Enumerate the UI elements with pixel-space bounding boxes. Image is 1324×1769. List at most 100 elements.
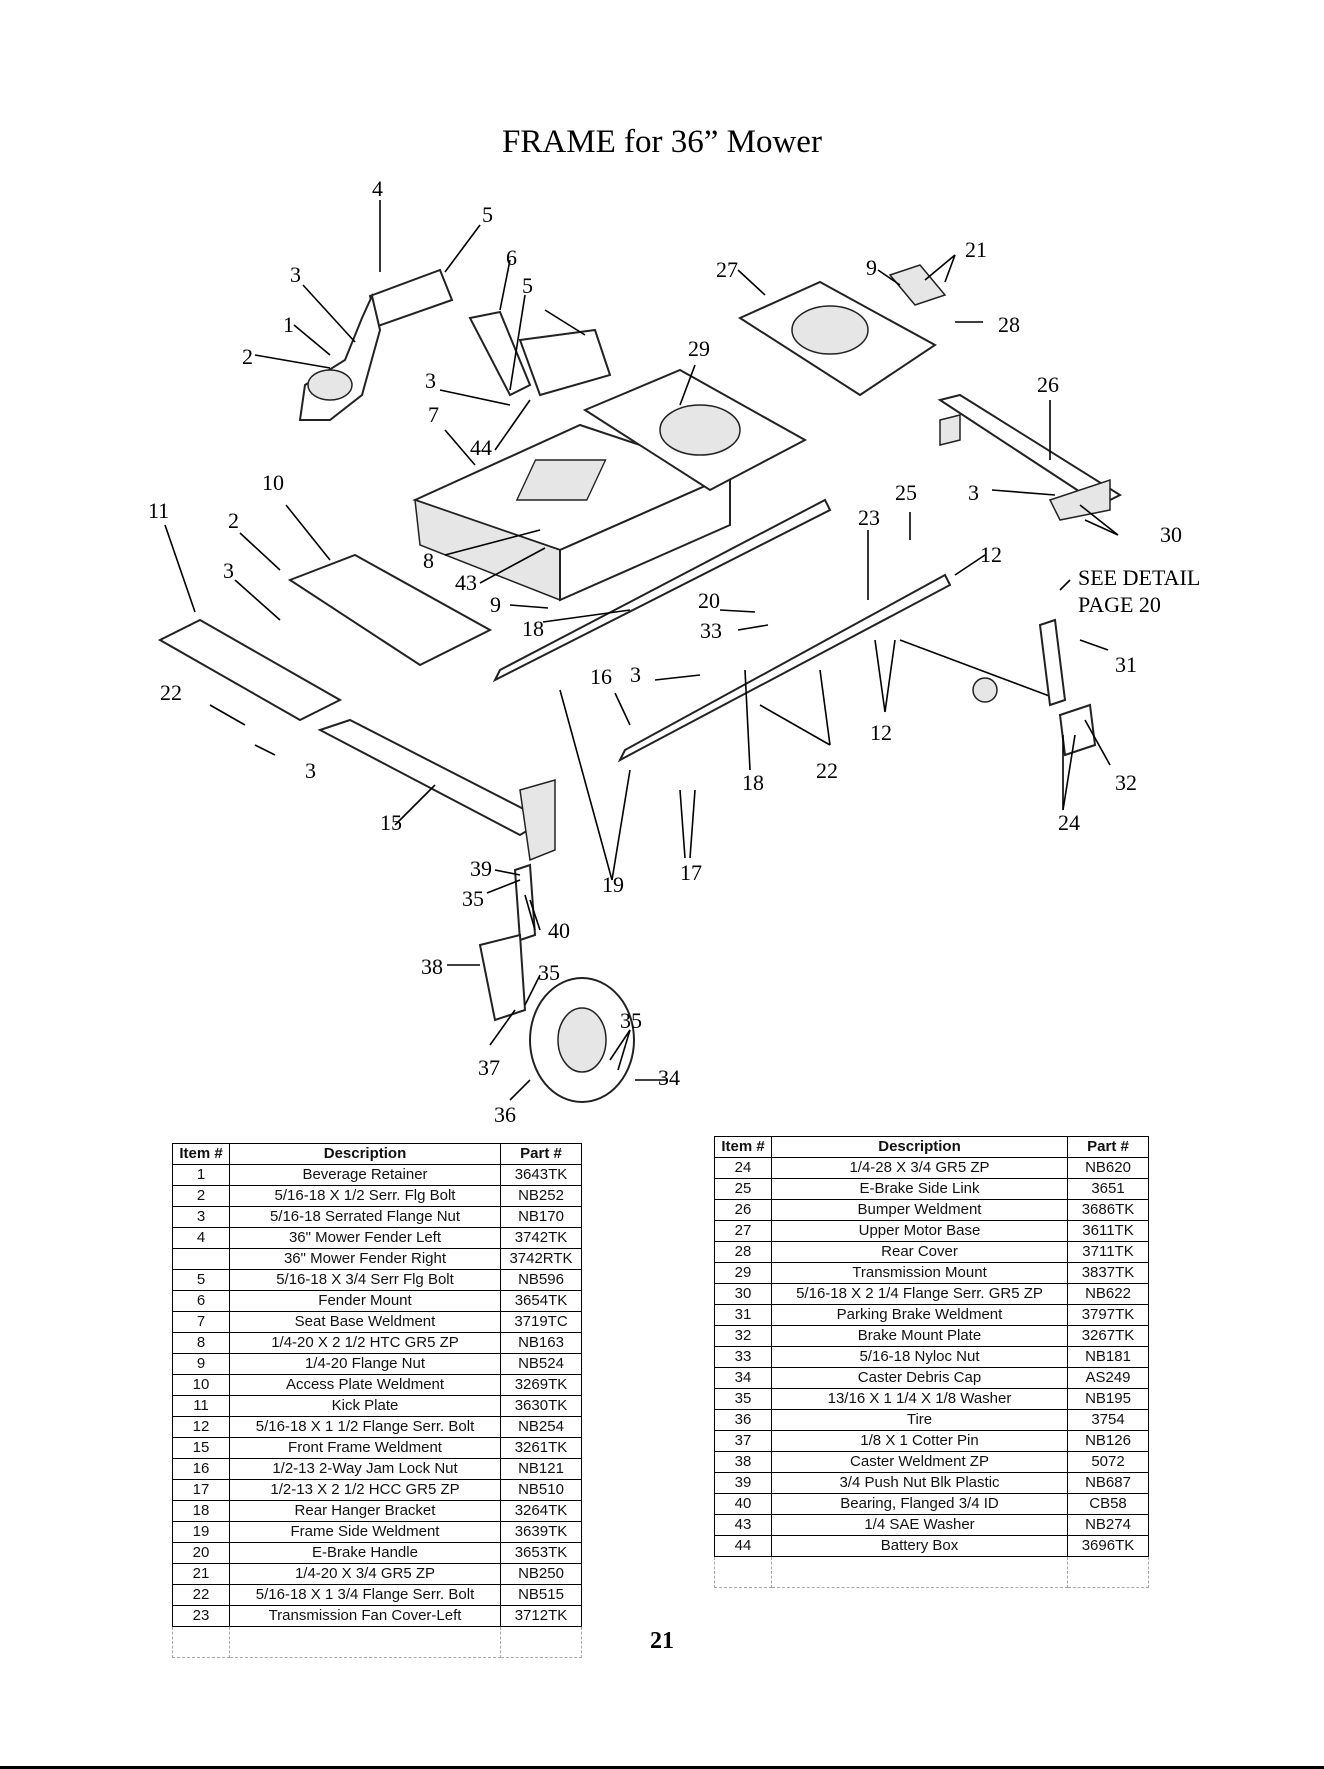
part-number-cell: 3643TK (500, 1164, 582, 1186)
item-number-cell: 44 (714, 1535, 772, 1557)
callout-16: 16 (590, 664, 612, 689)
callout-27: 27 (716, 257, 738, 282)
callout-43: 43 (455, 570, 477, 595)
description-cell: E-Brake Side Link (771, 1178, 1068, 1200)
description-cell: 1/4-28 X 3/4 GR5 ZP (771, 1157, 1068, 1179)
item-number-cell: 24 (714, 1157, 772, 1179)
frame-side-part (492, 498, 952, 763)
item-number-cell: 30 (714, 1283, 772, 1305)
description-cell: 1/4 SAE Washer (771, 1514, 1068, 1536)
description-cell: 1/4-20 X 2 1/2 HTC GR5 ZP (229, 1332, 501, 1354)
part-number-cell: NB622 (1067, 1283, 1149, 1305)
header-part: Part # (1067, 1136, 1149, 1158)
callout-3b: 3 (425, 368, 436, 393)
part-number-cell: AS249 (1067, 1367, 1149, 1389)
part-number-cell: CB58 (1067, 1493, 1149, 1515)
item-number-cell: 35 (714, 1388, 772, 1410)
description-cell: Rear Cover (771, 1241, 1068, 1263)
item-number-cell: 27 (714, 1220, 772, 1242)
callout-2: 2 (242, 344, 253, 369)
seat-base-part (412, 423, 733, 602)
callout-23: 23 (858, 505, 880, 530)
part-number-cell: NB252 (500, 1185, 582, 1207)
callout-5: 5 (482, 202, 493, 227)
callout-29: 29 (688, 336, 710, 361)
part-number-cell: 3837TK (1067, 1262, 1149, 1284)
part-number-cell: 3754 (1067, 1409, 1149, 1431)
rear-cover-part (888, 264, 947, 306)
callout-19: 19 (602, 872, 624, 897)
callout-15: 15 (380, 810, 402, 835)
item-number-cell: 26 (714, 1199, 772, 1221)
part-number-cell: 3611TK (1067, 1220, 1149, 1242)
callout-3f: 3 (305, 758, 316, 783)
empty-cell (172, 1626, 230, 1658)
item-number-cell: 38 (714, 1451, 772, 1473)
callout-38: 38 (421, 954, 443, 979)
callout-20: 20 (698, 588, 720, 613)
description-cell: Caster Debris Cap (771, 1367, 1068, 1389)
callout-3: 3 (290, 262, 301, 287)
access-plate-part (287, 553, 493, 667)
callout-12: 12 (980, 542, 1002, 567)
item-number-cell: 43 (714, 1514, 772, 1536)
part-number-cell: 3630TK (500, 1395, 582, 1417)
description-cell: Kick Plate (229, 1395, 501, 1417)
callout-3d: 3 (968, 480, 979, 505)
part-number-cell: 3696TK (1067, 1535, 1149, 1557)
callout-7: 7 (428, 402, 439, 427)
bottom-rule (0, 1766, 1324, 1769)
part-number-cell: NB620 (1067, 1157, 1149, 1179)
item-number-cell: 12 (172, 1416, 230, 1438)
part-number-cell: 3654TK (500, 1290, 582, 1312)
part-number-cell: 3653TK (500, 1542, 582, 1564)
part-number-cell: NB126 (1067, 1430, 1149, 1452)
empty-cell (229, 1626, 501, 1658)
callout-6: 6 (506, 245, 517, 270)
callout-12b: 12 (870, 720, 892, 745)
callout-22: 22 (160, 680, 182, 705)
bumper-weldment-part (937, 393, 1123, 521)
description-cell: Transmission Mount (771, 1262, 1068, 1284)
item-number-cell: 2 (172, 1185, 230, 1207)
item-number-cell: 6 (172, 1290, 230, 1312)
see-detail-page-label: PAGE 20 (1078, 592, 1161, 617)
description-cell: Bumper Weldment (771, 1199, 1068, 1221)
upper-motor-base-part (737, 280, 937, 397)
callout-17: 17 (680, 860, 702, 885)
callout-31: 31 (1115, 652, 1137, 677)
description-cell: 1/4-20 X 3/4 GR5 ZP (229, 1563, 501, 1585)
page-number: 21 (650, 1628, 674, 1654)
part-number-cell: NB170 (500, 1206, 582, 1228)
empty-cell (1067, 1556, 1149, 1588)
description-cell: 5/16-18 X 1/2 Serr. Flg Bolt (229, 1185, 501, 1207)
item-number-cell: 1 (172, 1164, 230, 1186)
item-number-cell: 23 (172, 1605, 230, 1627)
description-cell: Battery Box (771, 1535, 1068, 1557)
part-number-cell: 3639TK (500, 1521, 582, 1543)
description-cell: Frame Side Weldment (229, 1521, 501, 1543)
part-number-cell: NB687 (1067, 1472, 1149, 1494)
item-number-cell: 34 (714, 1367, 772, 1389)
item-number-cell: 32 (714, 1325, 772, 1347)
part-number-cell: 3719TC (500, 1311, 582, 1333)
transmission-mount-part (582, 368, 808, 492)
description-cell: Bearing, Flanged 3/4 ID (771, 1493, 1068, 1515)
empty-row (172, 1626, 582, 1658)
